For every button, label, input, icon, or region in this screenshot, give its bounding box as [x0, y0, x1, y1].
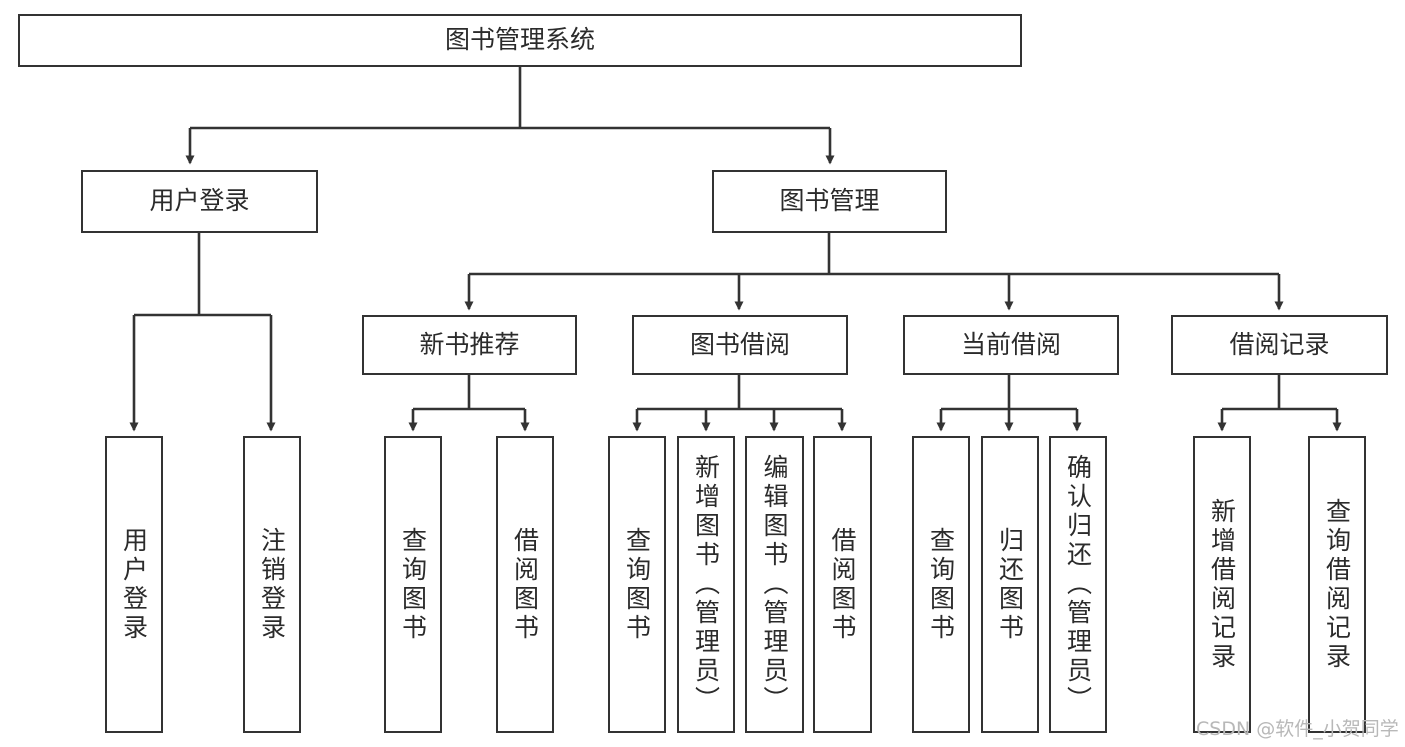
node-leaf-add-book-label: 新增图书（管理员） [691, 454, 721, 715]
node-leaf-user-login-label: 用户登录 [119, 526, 149, 643]
node-leaf-add-book[interactable]: 新增图书（管理员） [677, 436, 735, 733]
node-leaf-add-record[interactable]: 新增借阅记录 [1193, 436, 1251, 733]
node-leaf-query-record[interactable]: 查询借阅记录 [1308, 436, 1366, 733]
node-leaf-query-book-2[interactable]: 查询图书 [608, 436, 666, 733]
node-new-book-recommend[interactable]: 新书推荐 [362, 315, 577, 375]
node-leaf-query-record-label: 查询借阅记录 [1322, 497, 1352, 672]
node-leaf-borrow-book-2-label: 借阅图书 [828, 526, 857, 643]
node-leaf-edit-book-label: 编辑图书（管理员） [760, 454, 789, 715]
node-root[interactable]: 图书管理系统 [18, 14, 1022, 67]
node-leaf-edit-book[interactable]: 编辑图书（管理员） [745, 436, 804, 733]
node-current-borrow[interactable]: 当前借阅 [903, 315, 1119, 375]
node-leaf-return-book-label: 归还图书 [995, 526, 1025, 643]
node-leaf-query-book-3-label: 查询图书 [926, 526, 956, 643]
node-leaf-logout-label: 注销登录 [257, 526, 287, 643]
node-leaf-query-book-1[interactable]: 查询图书 [384, 436, 442, 733]
node-leaf-confirm-return-label: 确认归还（管理员） [1063, 454, 1093, 715]
node-leaf-add-record-label: 新增借阅记录 [1207, 497, 1237, 672]
node-current-borrow-label: 当前借阅 [960, 329, 1061, 359]
node-borrow-record[interactable]: 借阅记录 [1171, 315, 1388, 375]
node-book-manage-label: 图书管理 [779, 186, 880, 216]
node-root-label: 图书管理系统 [444, 25, 595, 55]
node-user-login-label: 用户登录 [149, 186, 250, 216]
node-new-book-recommend-label: 新书推荐 [419, 329, 520, 359]
node-leaf-confirm-return[interactable]: 确认归还（管理员） [1049, 436, 1107, 733]
node-leaf-logout[interactable]: 注销登录 [243, 436, 301, 733]
node-book-borrow-label: 图书借阅 [689, 329, 790, 359]
node-leaf-user-login[interactable]: 用户登录 [105, 436, 163, 733]
node-leaf-query-book-1-label: 查询图书 [398, 526, 428, 643]
node-leaf-query-book-3[interactable]: 查询图书 [912, 436, 970, 733]
node-leaf-borrow-book-1-label: 借阅图书 [510, 526, 540, 643]
node-leaf-return-book[interactable]: 归还图书 [981, 436, 1039, 733]
node-borrow-record-label: 借阅记录 [1229, 329, 1330, 359]
node-book-borrow[interactable]: 图书借阅 [632, 315, 848, 375]
node-user-login[interactable]: 用户登录 [81, 170, 318, 233]
node-leaf-query-book-2-label: 查询图书 [622, 526, 652, 643]
node-book-manage[interactable]: 图书管理 [712, 170, 947, 233]
node-leaf-borrow-book-1[interactable]: 借阅图书 [496, 436, 554, 733]
node-leaf-borrow-book-2[interactable]: 借阅图书 [813, 436, 872, 733]
